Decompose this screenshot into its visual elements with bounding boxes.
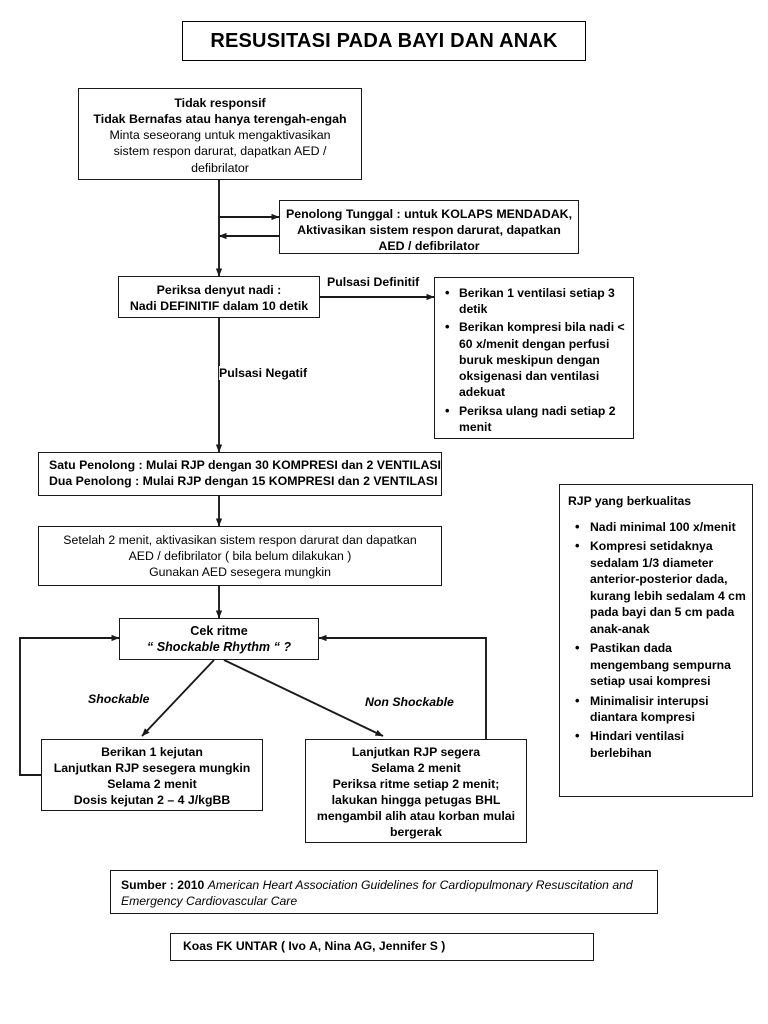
- edge-label-pulsasi-negatif: Pulsasi Negatif: [219, 366, 308, 380]
- node-non-shockable-action: Lanjutkan RJP segera Selama 2 menit Peri…: [305, 739, 527, 843]
- node-check-rhythm-line-2: “ Shockable Rhythm “ ?: [146, 640, 292, 655]
- node-definite-pulse-actions: Berikan 1 ventilasi setiap 3 detik Berik…: [434, 277, 634, 439]
- node-non-shockable-line-4: lakukan hingga petugas BHL: [331, 792, 501, 807]
- footer-authors: Koas FK UNTAR ( Ivo A, Nina AG, Jennifer…: [170, 933, 594, 961]
- list-item: Nadi minimal 100 x/menit: [575, 518, 746, 536]
- node-single-rescuer-line-1: Penolong Tunggal : untuk KOLAPS MENDADAK…: [285, 207, 573, 221]
- node-unresponsive-line-4: sistem respon darurat, dapatkan AED /: [113, 144, 327, 159]
- node-non-shockable-line-5: mengambil alih atau korban mulai: [316, 808, 516, 823]
- quality-cpr-bullet-list: Nadi minimal 100 x/menit Kompresi setida…: [568, 518, 746, 762]
- node-shockable-line-1: Berikan 1 kejutan: [101, 745, 203, 759]
- page-title-text: RESUSITASI PADA BAYI DAN ANAK: [210, 30, 558, 52]
- list-item: Kompresi setidaknya sedalam 1/3 diameter…: [575, 537, 746, 637]
- panel-quality-cpr-heading: RJP yang berkualitas: [568, 494, 692, 508]
- node-non-shockable-line-2: Selama 2 menit: [371, 760, 461, 775]
- edge-shockable-feedback-loop: [19, 634, 120, 776]
- list-item: Berikan 1 ventilasi setiap 3 detik: [445, 284, 627, 317]
- footer-source-citation: American Heart Association Guidelines fo…: [121, 878, 633, 908]
- node-rescuers-line-2: Dua Penolong : Mulai RJP dengan 15 KOMPR…: [49, 473, 438, 488]
- node-non-shockable-line-3: Periksa ritme setiap 2 menit;: [332, 776, 500, 791]
- panel-quality-cpr: RJP yang berkualitas Nadi minimal 100 x/…: [559, 484, 753, 797]
- node-unresponsive-line-5: defibrilator: [191, 160, 249, 175]
- node-non-shockable-line-1: Lanjutkan RJP segera: [351, 745, 481, 759]
- list-item: Hindari ventilasi berlebihan: [575, 727, 746, 761]
- node-after-two-minutes: Setelah 2 menit, aktivasikan sistem resp…: [38, 526, 442, 586]
- node-check-pulse: Periksa denyut nadi : Nadi DEFINITIF dal…: [118, 276, 320, 318]
- edge-nonshockable-feedback-loop: [318, 634, 487, 739]
- footer-authors-text: Koas FK UNTAR ( Ivo A, Nina AG, Jennifer…: [183, 939, 446, 953]
- node-check-rhythm-decision: Cek ritme “ Shockable Rhythm “ ?: [119, 618, 319, 660]
- list-item: Pastikan dada mengembang sempurna setiap…: [575, 639, 746, 689]
- footer-source-prefix: Sumber : 2010: [121, 878, 208, 892]
- node-check-rhythm-line-1: Cek ritme: [190, 624, 248, 638]
- node-unresponsive-line-2: Tidak Bernafas atau hanya terengah-engah: [93, 112, 347, 127]
- node-non-shockable-line-6: bergerak: [390, 824, 442, 839]
- node-single-rescuer-line-2: Aktivasikan sistem respon darurat, dapat…: [297, 223, 561, 238]
- node-single-rescuer-line-3: AED / defibrilator: [378, 239, 480, 254]
- node-shockable-line-2: Lanjutkan RJP sesegera mungkin: [53, 760, 251, 775]
- node-check-pulse-line-1: Periksa denyut nadi :: [156, 283, 282, 297]
- list-item: Berikan kompresi bila nadi < 60 x/menit …: [445, 318, 627, 400]
- node-after2min-line-2: AED / defibrilator ( bila belum dilakuka…: [128, 548, 352, 563]
- node-check-pulse-line-2: Nadi DEFINITIF dalam 10 detik: [129, 299, 309, 314]
- node-unresponsive: Tidak responsif Tidak Bernafas atau hany…: [78, 88, 362, 180]
- edge-label-non-shockable: Non Shockable: [365, 695, 454, 709]
- node-shockable-line-3: Selama 2 menit: [107, 776, 197, 791]
- node-shockable-action: Berikan 1 kejutan Lanjutkan RJP sesegera…: [41, 739, 263, 811]
- node-rescuer-compression-ratios: Satu Penolong : Mulai RJP dengan 30 KOMP…: [38, 452, 442, 496]
- edge-checkrhythm-to-shockable: [141, 659, 215, 737]
- list-item: Minimalisir interupsi diantara kompresi: [575, 692, 746, 726]
- node-unresponsive-line-1: Tidak responsif: [174, 96, 266, 110]
- node-after2min-line-1: Setelah 2 menit, aktivasikan sistem resp…: [63, 533, 417, 547]
- edge-label-shockable: Shockable: [88, 692, 150, 706]
- edge-label-pulsasi-definitif: Pulsasi Definitif: [327, 275, 420, 289]
- page-title: RESUSITASI PADA BAYI DAN ANAK: [182, 21, 586, 61]
- edge-checkrhythm-to-nonshockable: [223, 659, 384, 737]
- node-single-rescuer: Penolong Tunggal : untuk KOLAPS MENDADAK…: [279, 200, 579, 254]
- node-after2min-line-3: Gunakan AED sesegera mungkin: [149, 564, 331, 579]
- node-rescuers-line-1: Satu Penolong : Mulai RJP dengan 30 KOMP…: [49, 458, 441, 472]
- definite-pulse-bullet-list: Berikan 1 ventilasi setiap 3 detik Berik…: [439, 284, 627, 435]
- node-shockable-line-4: Dosis kejutan 2 – 4 J/kgBB: [73, 792, 231, 807]
- list-item: Periksa ulang nadi setiap 2 menit: [445, 402, 627, 435]
- footer-source: Sumber : 2010 American Heart Association…: [110, 870, 658, 914]
- node-unresponsive-line-3: Minta seseorang untuk mengaktivasikan: [109, 128, 331, 143]
